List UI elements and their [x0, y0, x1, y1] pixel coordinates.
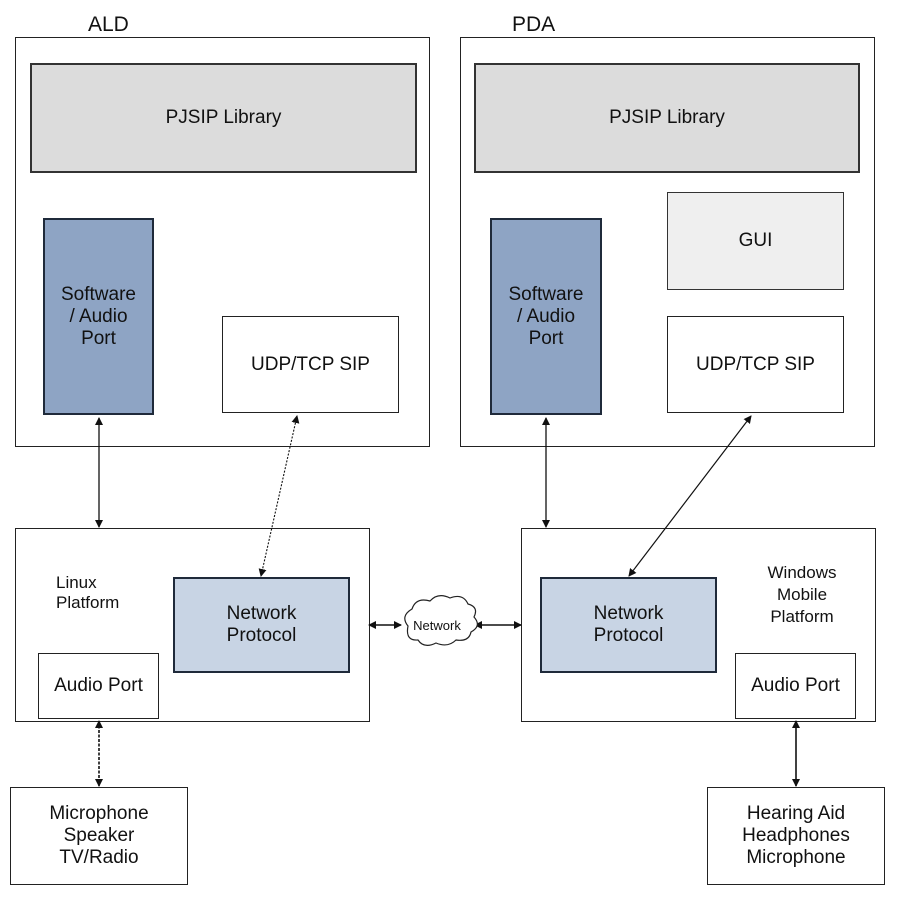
network-cloud-label: Network — [413, 618, 461, 633]
ald-title: ALD — [88, 13, 129, 36]
linux-platform-line-1: Linux — [56, 573, 97, 592]
pda-sip-to-windows-network-arrow — [628, 415, 752, 577]
pda-devices-box: Hearing Aid Headphones Microphone — [707, 787, 885, 885]
ald-pjsip-label: PJSIP Library — [165, 107, 282, 128]
ald-udp-tcp-sip-label: UDP/TCP SIP — [251, 353, 370, 375]
pda-udp-tcp-sip-label: UDP/TCP SIP — [696, 353, 815, 375]
linux-network-line-2: Protocol — [226, 625, 297, 646]
pda-software-line-1: Software — [508, 283, 584, 305]
pda-software-line-2: / Audio — [516, 305, 576, 327]
pda-udp-tcp-sip: UDP/TCP SIP — [667, 316, 844, 413]
linux-platform-line-2: Platform — [56, 593, 120, 612]
windows-network-line-2: Protocol — [593, 625, 664, 646]
pda-device-microphone: Microphone — [746, 847, 846, 868]
ald-device-tv-radio: TV/Radio — [59, 847, 139, 868]
pda-software-audio-port: Software / Audio Port — [490, 218, 602, 415]
ald-device-speaker: Speaker — [63, 825, 135, 846]
windows-audio-port-label: Audio Port — [751, 675, 840, 696]
ald-devices-box: Microphone Speaker TV/Radio — [10, 787, 188, 885]
pda-pjsip-library: PJSIP Library — [474, 63, 860, 173]
network-cloud-icon — [404, 595, 478, 646]
linux-network-line-1: Network — [226, 603, 297, 624]
linux-platform-label: Linux Platform — [56, 573, 119, 613]
pda-software-line-3: Port — [528, 327, 564, 349]
pda-pjsip-label: PJSIP Library — [609, 107, 725, 128]
ald-device-microphone: Microphone — [49, 803, 149, 824]
windows-network-protocol: Network Protocol — [540, 577, 717, 673]
windows-network-line-1: Network — [593, 603, 664, 624]
ald-software-line-3: Port — [81, 327, 116, 349]
windows-platform-line-2: Mobile — [776, 585, 828, 604]
ald-udp-tcp-sip: UDP/TCP SIP — [222, 316, 399, 413]
ald-sip-to-linux-network-arrow — [258, 415, 300, 577]
linux-audio-port: Audio Port — [38, 653, 159, 719]
pda-gui-label: GUI — [738, 230, 773, 251]
ald-pjsip-library: PJSIP Library — [30, 63, 417, 173]
linux-network-protocol: Network Protocol — [173, 577, 350, 673]
pda-device-headphones: Headphones — [742, 825, 850, 846]
pda-device-hearing-aid: Hearing Aid — [746, 803, 846, 824]
ald-software-audio-port: Software / Audio Port — [43, 218, 154, 415]
pda-gui: GUI — [667, 192, 844, 290]
ald-software-line-2: / Audio — [69, 305, 128, 327]
windows-platform-line-1: Windows — [767, 563, 837, 582]
windows-platform-label: Windows Mobile Platform — [752, 562, 852, 628]
linux-audio-port-label: Audio Port — [54, 675, 143, 696]
windows-platform-line-3: Platform — [770, 607, 834, 626]
ald-software-line-1: Software — [61, 283, 136, 305]
windows-audio-port: Audio Port — [735, 653, 856, 719]
pda-title: PDA — [512, 13, 556, 36]
